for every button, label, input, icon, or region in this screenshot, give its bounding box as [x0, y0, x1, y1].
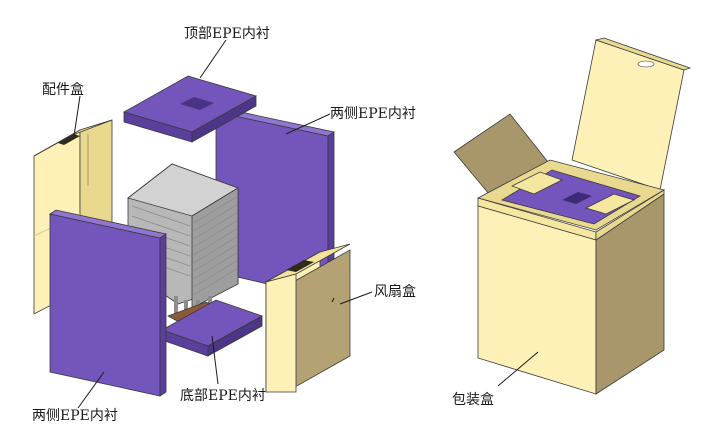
leader-lines: [73, 39, 539, 409]
side-epe-liner-right: [214, 107, 336, 299]
label-side-epe-liner-left: 两侧EPE内衬: [32, 408, 118, 424]
label-bottom-epe-liner: 底部EPE内衬: [180, 388, 266, 404]
label-package-box: 包装盒: [452, 391, 494, 408]
top-epe-liner: [122, 75, 258, 143]
bottom-epe-liner: [161, 299, 263, 357]
fan-box: [265, 243, 351, 393]
package-box: [453, 37, 692, 395]
side-epe-liner-left: [48, 209, 168, 397]
label-side-epe-liner-right: 两侧EPE内衬: [330, 106, 416, 122]
label-top-epe-liner: 顶部EPE内衬: [184, 26, 270, 42]
label-fan-box: 风扇盒: [374, 283, 416, 300]
label-accessory-box: 配件盒: [42, 81, 84, 98]
